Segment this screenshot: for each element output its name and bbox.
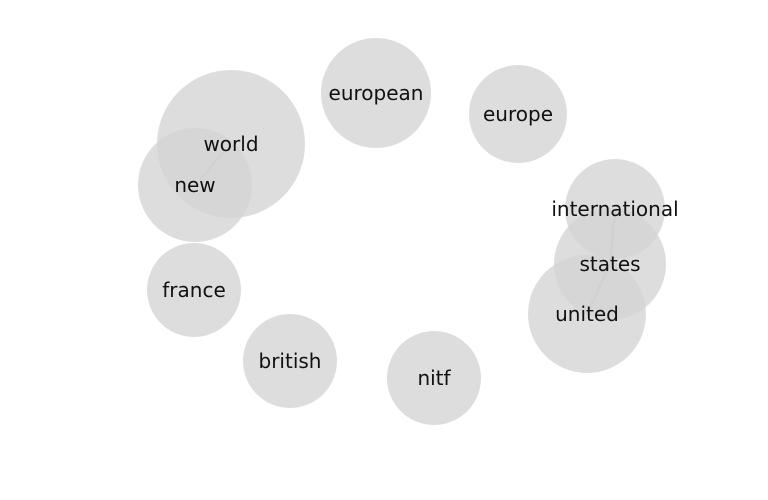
node-label-new: new xyxy=(174,173,215,197)
node-circle-france xyxy=(147,243,241,337)
node-circle-new xyxy=(138,128,252,242)
node-label-france: france xyxy=(162,278,226,302)
node-circle-european xyxy=(321,38,431,148)
node-label-nitf: nitf xyxy=(417,366,451,390)
labels-layer: world new european europe international state… xyxy=(162,81,678,390)
nodes-layer xyxy=(138,38,666,425)
node-label-international: international xyxy=(551,197,678,221)
node-label-british: british xyxy=(259,349,322,373)
node-label-european: european xyxy=(329,81,424,105)
node-label-states: states xyxy=(579,252,640,276)
node-label-europe: europe xyxy=(483,102,553,126)
node-circle-united xyxy=(528,255,646,373)
node-label-united: united xyxy=(555,302,619,326)
node-label-world: world xyxy=(203,132,258,156)
node-circle-nitf xyxy=(387,331,481,425)
node-circle-europe xyxy=(469,65,567,163)
node-circle-british xyxy=(243,314,337,408)
